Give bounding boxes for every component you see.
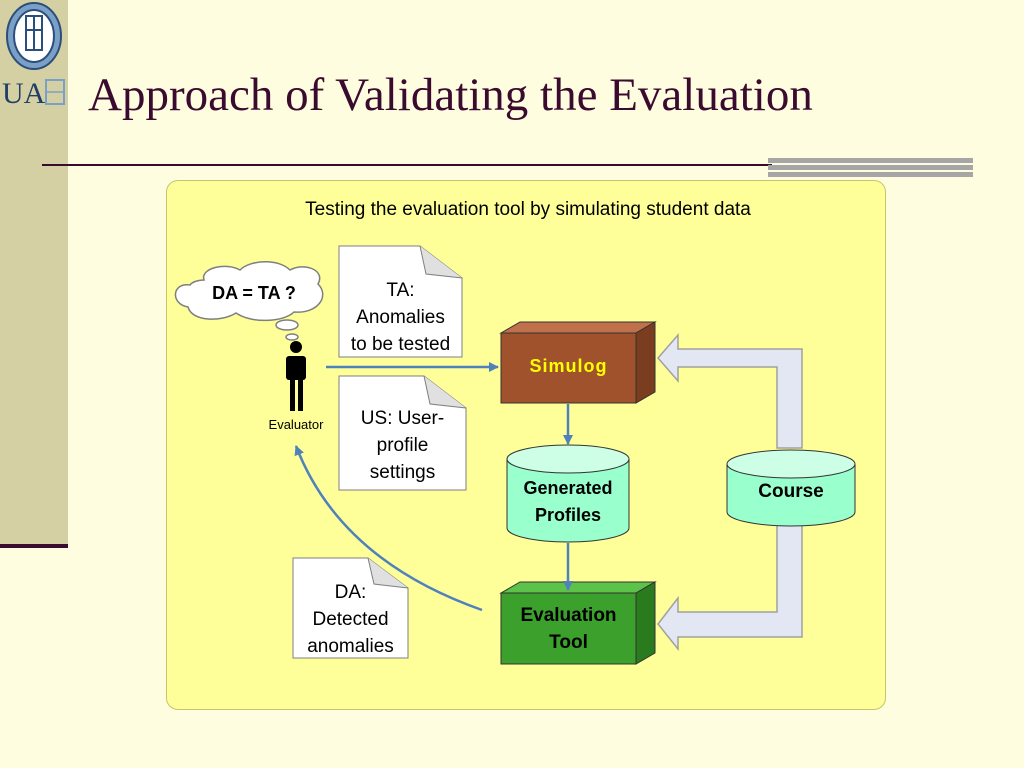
note-us-line-3: settings <box>369 462 436 483</box>
left-accent-line <box>0 544 68 548</box>
note-us: US: User- profile settings <box>339 405 466 486</box>
loop-arrow <box>657 332 803 449</box>
note-da-line-3: anomalies <box>307 636 394 657</box>
evaluator-label: Evaluator <box>268 417 324 432</box>
generated-profiles-cylinder <box>506 444 630 543</box>
evaluation-tool-label: Evaluation Tool <box>501 602 636 656</box>
title-rule-accent <box>768 158 973 178</box>
slide-title: Approach of Validating the Evaluation <box>88 69 813 121</box>
note-da-line-1: DA: <box>334 582 367 603</box>
note-da: DA: Detected anomalies <box>293 579 408 660</box>
course-label: Course <box>758 481 824 502</box>
simulog-box <box>499 321 657 404</box>
course-cylinder <box>726 449 856 527</box>
note-ta: TA: Anomalies to be tested <box>339 277 462 358</box>
note-ta-line-3: to be tested <box>350 334 451 355</box>
note-us-line-2: profile <box>376 435 429 456</box>
generated-profiles-line-1: Generated <box>523 478 613 498</box>
loop-arrow-lower <box>657 524 803 652</box>
thought-text: DA = TA ? <box>212 283 296 303</box>
note-us-line-1: US: User- <box>360 408 445 429</box>
note-ta-shape <box>338 245 463 358</box>
note-ta-line-2: Anomalies <box>356 307 445 328</box>
arrow-tool-to-evaluator <box>294 445 483 612</box>
note-da-shape <box>292 557 409 659</box>
evaluation-tool-line-1: Evaluation <box>520 605 617 626</box>
evaluator-person-icon <box>286 341 306 411</box>
university-logo: UA <box>2 2 65 110</box>
thought-cloud <box>174 261 324 341</box>
evaluation-tool-box <box>499 581 657 665</box>
note-da-line-2: Detected <box>312 609 389 630</box>
note-ta-line-1: TA: <box>386 280 415 301</box>
diagram-caption: Testing the evaluation tool by simulatin… <box>305 199 751 220</box>
svg-text:UA: UA <box>2 77 46 110</box>
evaluation-tool-line-2: Tool <box>549 632 588 653</box>
note-us-shape <box>338 375 467 491</box>
generated-profiles-label: Generated Profiles <box>505 475 631 529</box>
title-rule <box>42 164 772 166</box>
generated-profiles-line-2: Profiles <box>534 505 602 525</box>
simulog-label: Simulog <box>529 356 608 376</box>
